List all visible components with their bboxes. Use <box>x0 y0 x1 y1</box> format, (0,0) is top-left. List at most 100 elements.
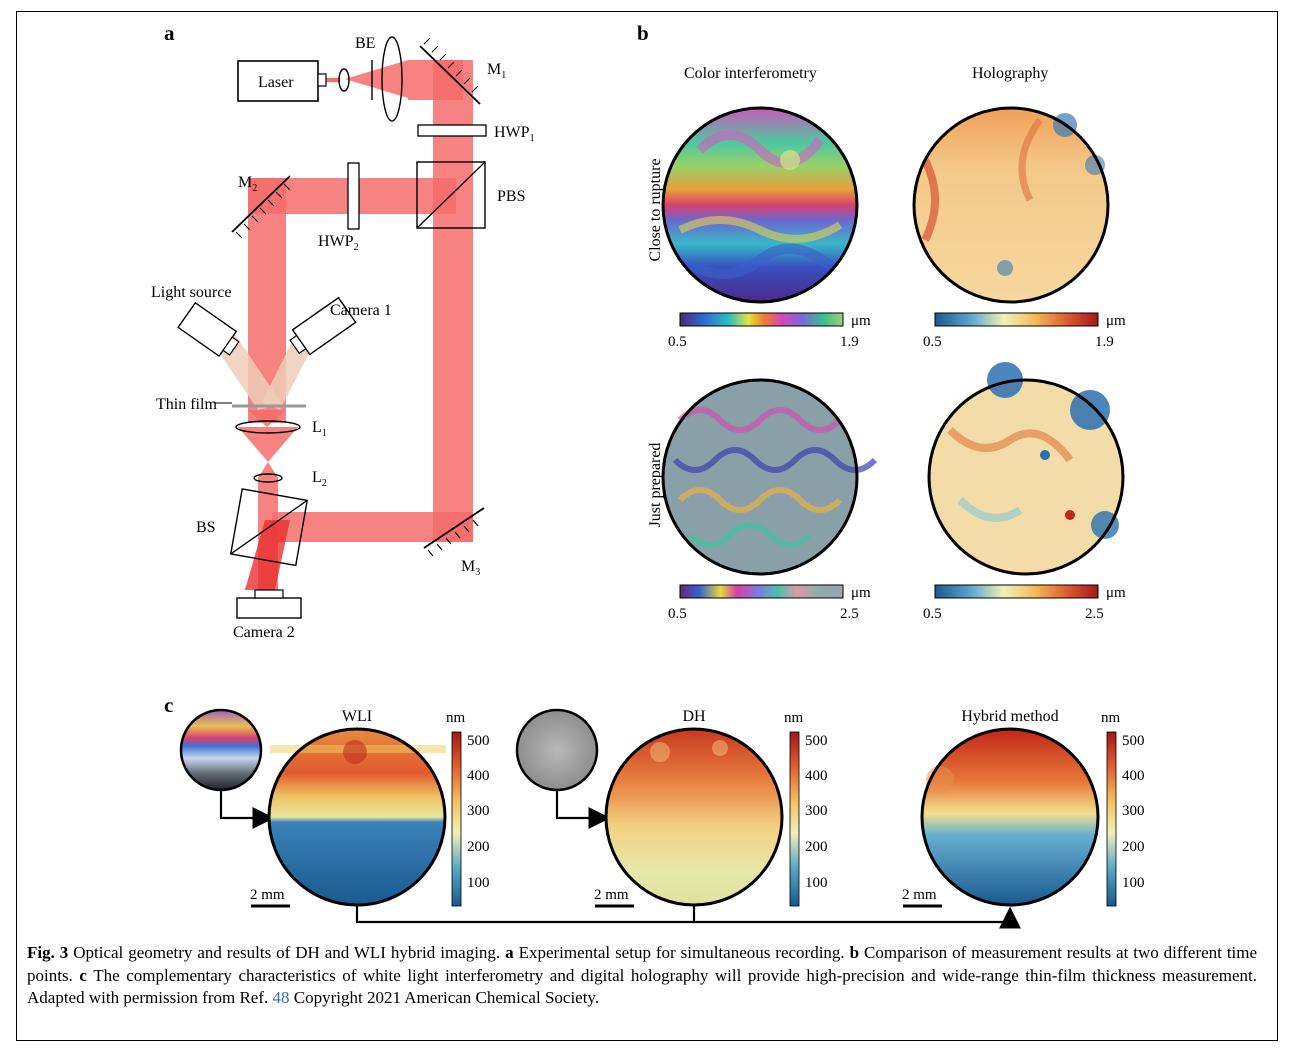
combine-connector <box>355 905 1021 929</box>
m1-label: M <box>487 61 501 78</box>
lens-l1 <box>235 420 301 434</box>
colorbar-hybrid <box>1106 731 1117 907</box>
hybrid-unit: nm <box>1101 710 1121 726</box>
disk-hybrid <box>920 727 1100 907</box>
hwp1-sub: 1 <box>530 133 535 144</box>
l2-label: L <box>312 469 322 486</box>
disk-holography-rupture <box>912 106 1110 304</box>
b4-max: 2.5 <box>1085 606 1104 622</box>
colorbar-holography-prepared <box>934 584 1099 599</box>
dh-tick-200: 200 <box>805 839 828 855</box>
caption-b: b <box>849 943 860 962</box>
panel-label-b: b <box>637 21 649 45</box>
m3-label: M <box>461 558 475 575</box>
colorbar-interferometry-rupture <box>679 312 844 327</box>
hwp2-label: HWP <box>318 233 354 250</box>
hybrid-tick-300: 300 <box>1122 803 1145 819</box>
caption-ref-link[interactable]: 48 <box>272 988 290 1007</box>
disk-holography-prepared <box>927 362 1125 576</box>
b2-max: 1.9 <box>1095 334 1114 350</box>
caption-fig: Fig. 3 <box>27 943 69 962</box>
disk-interferometry-prepared <box>661 378 878 576</box>
b2-min: 0.5 <box>923 334 942 350</box>
lens-small <box>338 68 350 92</box>
scale-dh: 2 mm <box>594 887 629 903</box>
bs-label: BS <box>196 519 216 536</box>
light-source-label: Light source <box>151 284 231 301</box>
hwp1 <box>417 124 487 137</box>
hybrid-tick-100: 100 <box>1122 875 1145 891</box>
scale-hybrid: 2 mm <box>902 887 937 903</box>
disk-small-gray <box>515 708 599 792</box>
hybrid-tick-500: 500 <box>1122 733 1145 749</box>
hybrid-tick-200: 200 <box>1122 839 1145 855</box>
panel-label-c: c <box>164 693 173 717</box>
l2-sub: 2 <box>322 478 327 489</box>
arrow-to-dh <box>555 790 611 829</box>
caption-c-text: The complementary characteristics of whi… <box>27 965 1258 1008</box>
col2-title: Holography <box>972 65 1048 82</box>
colorbar-wli <box>451 731 462 907</box>
m1-sub: 1 <box>501 70 506 81</box>
dh-tick-100: 100 <box>805 875 828 891</box>
hwp2 <box>347 162 360 230</box>
caption-title: Optical geometry and results of DH and W… <box>73 943 501 962</box>
disk-dh <box>604 727 784 907</box>
col1-title: Color interferometry <box>684 65 817 82</box>
camera-1-label: Camera 1 <box>330 302 392 319</box>
wli-tick-300: 300 <box>467 803 490 819</box>
caption-c: c <box>79 965 87 985</box>
b3-min: 0.5 <box>668 606 687 622</box>
dh-tick-500: 500 <box>805 733 828 749</box>
light-source <box>177 301 240 358</box>
arrow-to-wli <box>219 790 275 829</box>
caption-a-text: Experimental setup for simultaneous reco… <box>518 943 845 962</box>
l1-label: L <box>312 419 322 436</box>
pbs-label: PBS <box>497 188 525 205</box>
disk-interferometry-rupture <box>661 106 859 304</box>
m2-sub: 2 <box>252 183 257 194</box>
colorbar-dh <box>789 731 800 907</box>
b3-max: 2.5 <box>840 606 859 622</box>
camera-1 <box>289 296 357 356</box>
b1-min: 0.5 <box>668 334 687 350</box>
b1-max: 1.9 <box>840 334 859 350</box>
panel-label-a: a <box>164 21 175 45</box>
dh-unit: nm <box>784 710 804 726</box>
mirror-m3 <box>423 507 485 557</box>
svg-text:M3: M3 <box>461 558 480 578</box>
disk-wli <box>267 727 447 907</box>
pbs-cube <box>416 161 486 229</box>
thin-film-label: Thin film <box>156 396 217 413</box>
wli-tick-500: 500 <box>467 733 490 749</box>
wli-unit: nm <box>446 710 466 726</box>
hwp1-label: HWP <box>494 124 530 141</box>
mirror-m2 <box>231 175 291 239</box>
unit-b4: μm <box>1106 585 1126 601</box>
mirror-m1 <box>419 37 481 105</box>
dh-title: DH <box>682 708 706 725</box>
bs-cube <box>229 488 309 567</box>
wli-tick-200: 200 <box>467 839 490 855</box>
svg-text:L1: L1 <box>312 419 327 439</box>
m3-sub: 3 <box>475 567 480 578</box>
camera-2 <box>236 589 302 619</box>
m2-label: M <box>238 174 252 191</box>
unit-b2: μm <box>1106 313 1126 329</box>
dh-tick-300: 300 <box>805 803 828 819</box>
hwp2-sub: 2 <box>354 242 359 253</box>
be-label: BE <box>355 35 375 52</box>
colorbar-interferometry-prepared <box>679 584 844 599</box>
setup-laser: Laser <box>237 60 327 102</box>
disk-small-interference <box>179 708 263 792</box>
wli-title: WLI <box>342 708 372 725</box>
laser-label: Laser <box>258 74 294 91</box>
scale-wli: 2 mm <box>250 887 285 903</box>
b4-min: 0.5 <box>923 606 942 622</box>
caption-tail: Copyright 2021 American Chemical Society… <box>293 988 600 1007</box>
hybrid-title: Hybrid method <box>961 708 1058 725</box>
camera-2-label: Camera 2 <box>233 624 295 641</box>
svg-text:HWP2: HWP2 <box>318 233 359 253</box>
svg-text:L2: L2 <box>312 469 327 489</box>
